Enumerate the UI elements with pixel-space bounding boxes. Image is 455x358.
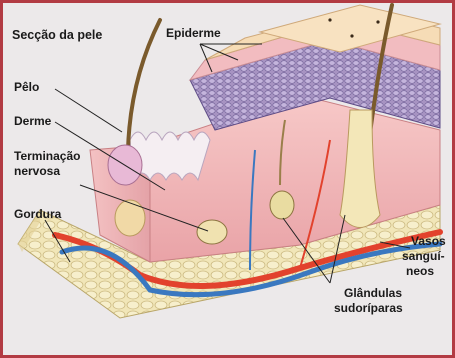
label-derme: Derme bbox=[14, 114, 51, 128]
label-terminacao-line1: Terminação bbox=[14, 149, 80, 163]
label-vasos-line2: sanguí- bbox=[402, 249, 445, 263]
label-gordura: Gordura bbox=[14, 207, 61, 221]
label-glandulas-line1: Glândulas bbox=[344, 286, 402, 300]
nerve-ending bbox=[197, 220, 227, 244]
sweat-gland-coil bbox=[270, 191, 294, 219]
hair-shaft-left bbox=[128, 20, 160, 150]
hair-bulb-left bbox=[115, 200, 145, 236]
diagram-title: Secção da pele bbox=[12, 28, 102, 42]
label-vasos-line3: neos bbox=[406, 264, 434, 278]
label-terminacao-line2: nervosa bbox=[14, 164, 60, 178]
label-glandulas-line2: sudoríparas bbox=[334, 301, 403, 315]
label-pelo: Pêlo bbox=[14, 80, 39, 94]
label-vasos-line1: Vasos bbox=[411, 234, 446, 248]
label-epiderme: Epiderme bbox=[166, 26, 221, 40]
dermal-papillae bbox=[130, 132, 210, 180]
